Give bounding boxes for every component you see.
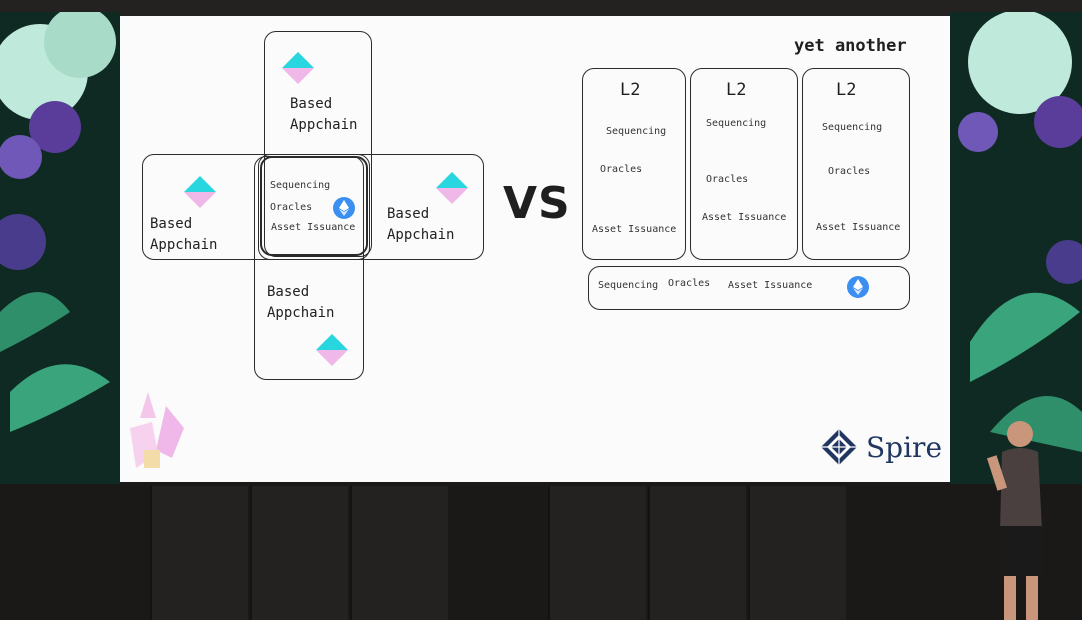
shared-oracles: Oracles (668, 278, 711, 289)
gem-icon (184, 176, 216, 208)
l2-3-sequencing: Sequencing (822, 122, 883, 133)
appchain-box-right (258, 154, 484, 260)
stage-panel (350, 486, 448, 620)
l2-title-2: L2 (726, 80, 747, 100)
appchain-label-top: Based Appchain (290, 96, 358, 133)
spire-logo-icon (821, 429, 857, 465)
stage-panel (150, 486, 248, 620)
spire-wordmark: Spire (866, 430, 943, 464)
l2-1-sequencing: Sequencing (606, 126, 667, 137)
stage-panel (250, 486, 348, 620)
ethereum-icon (847, 276, 869, 298)
speaker-figure (986, 421, 1044, 620)
slide-title: yet another (794, 36, 907, 56)
l2-title-1: L2 (620, 80, 641, 100)
shared-asset-issuance: Asset Issuance (728, 280, 813, 291)
appchain-label-bottom: Based Appchain (267, 284, 335, 321)
appchain-box-top (264, 31, 372, 257)
service-oracles: Oracles (270, 202, 313, 213)
l2-2-oracles: Oracles (706, 174, 749, 185)
stage-panel (548, 486, 646, 620)
stage-panel (748, 486, 846, 620)
crystal-sticker-icon (130, 392, 184, 468)
gem-icon (316, 334, 348, 366)
ethereum-icon (333, 197, 355, 219)
appchain-box-left (142, 154, 370, 260)
shared-ethereum-bar (588, 266, 910, 310)
gem-icon (436, 172, 468, 204)
l2-1-asset-issuance: Asset Issuance (592, 224, 677, 235)
l2-1-oracles: Oracles (600, 164, 643, 175)
backdrop-left-mural (0, 12, 120, 484)
l2-title-3: L2 (836, 80, 857, 100)
l2-3-asset-issuance: Asset Issuance (816, 222, 901, 233)
service-sequencing: Sequencing (270, 180, 331, 191)
appchain-label-left: Based Appchain (150, 216, 218, 253)
gem-icon (282, 52, 314, 84)
vs-label: VS (503, 178, 571, 229)
jungle-mural-right (958, 12, 1082, 452)
appchain-label-right: Based Appchain (387, 206, 455, 243)
l2-column-1 (582, 68, 686, 260)
backdrop-right-mural (950, 12, 1082, 484)
presentation-slide: Based Appchain Based Appchain Based Appc… (120, 16, 950, 482)
spire-brand: Spire (820, 428, 942, 466)
jungle-mural-left (0, 12, 116, 432)
l2-3-oracles: Oracles (828, 166, 871, 177)
stage-panel (648, 486, 746, 620)
l2-2-asset-issuance: Asset Issuance (702, 212, 787, 223)
service-asset-issuance: Asset Issuance (271, 222, 356, 233)
shared-sequencing: Sequencing (598, 280, 659, 291)
l2-2-sequencing: Sequencing (706, 118, 767, 129)
l2-column-2 (690, 68, 798, 260)
shared-services-box (260, 156, 368, 256)
l2-column-3 (802, 68, 910, 260)
